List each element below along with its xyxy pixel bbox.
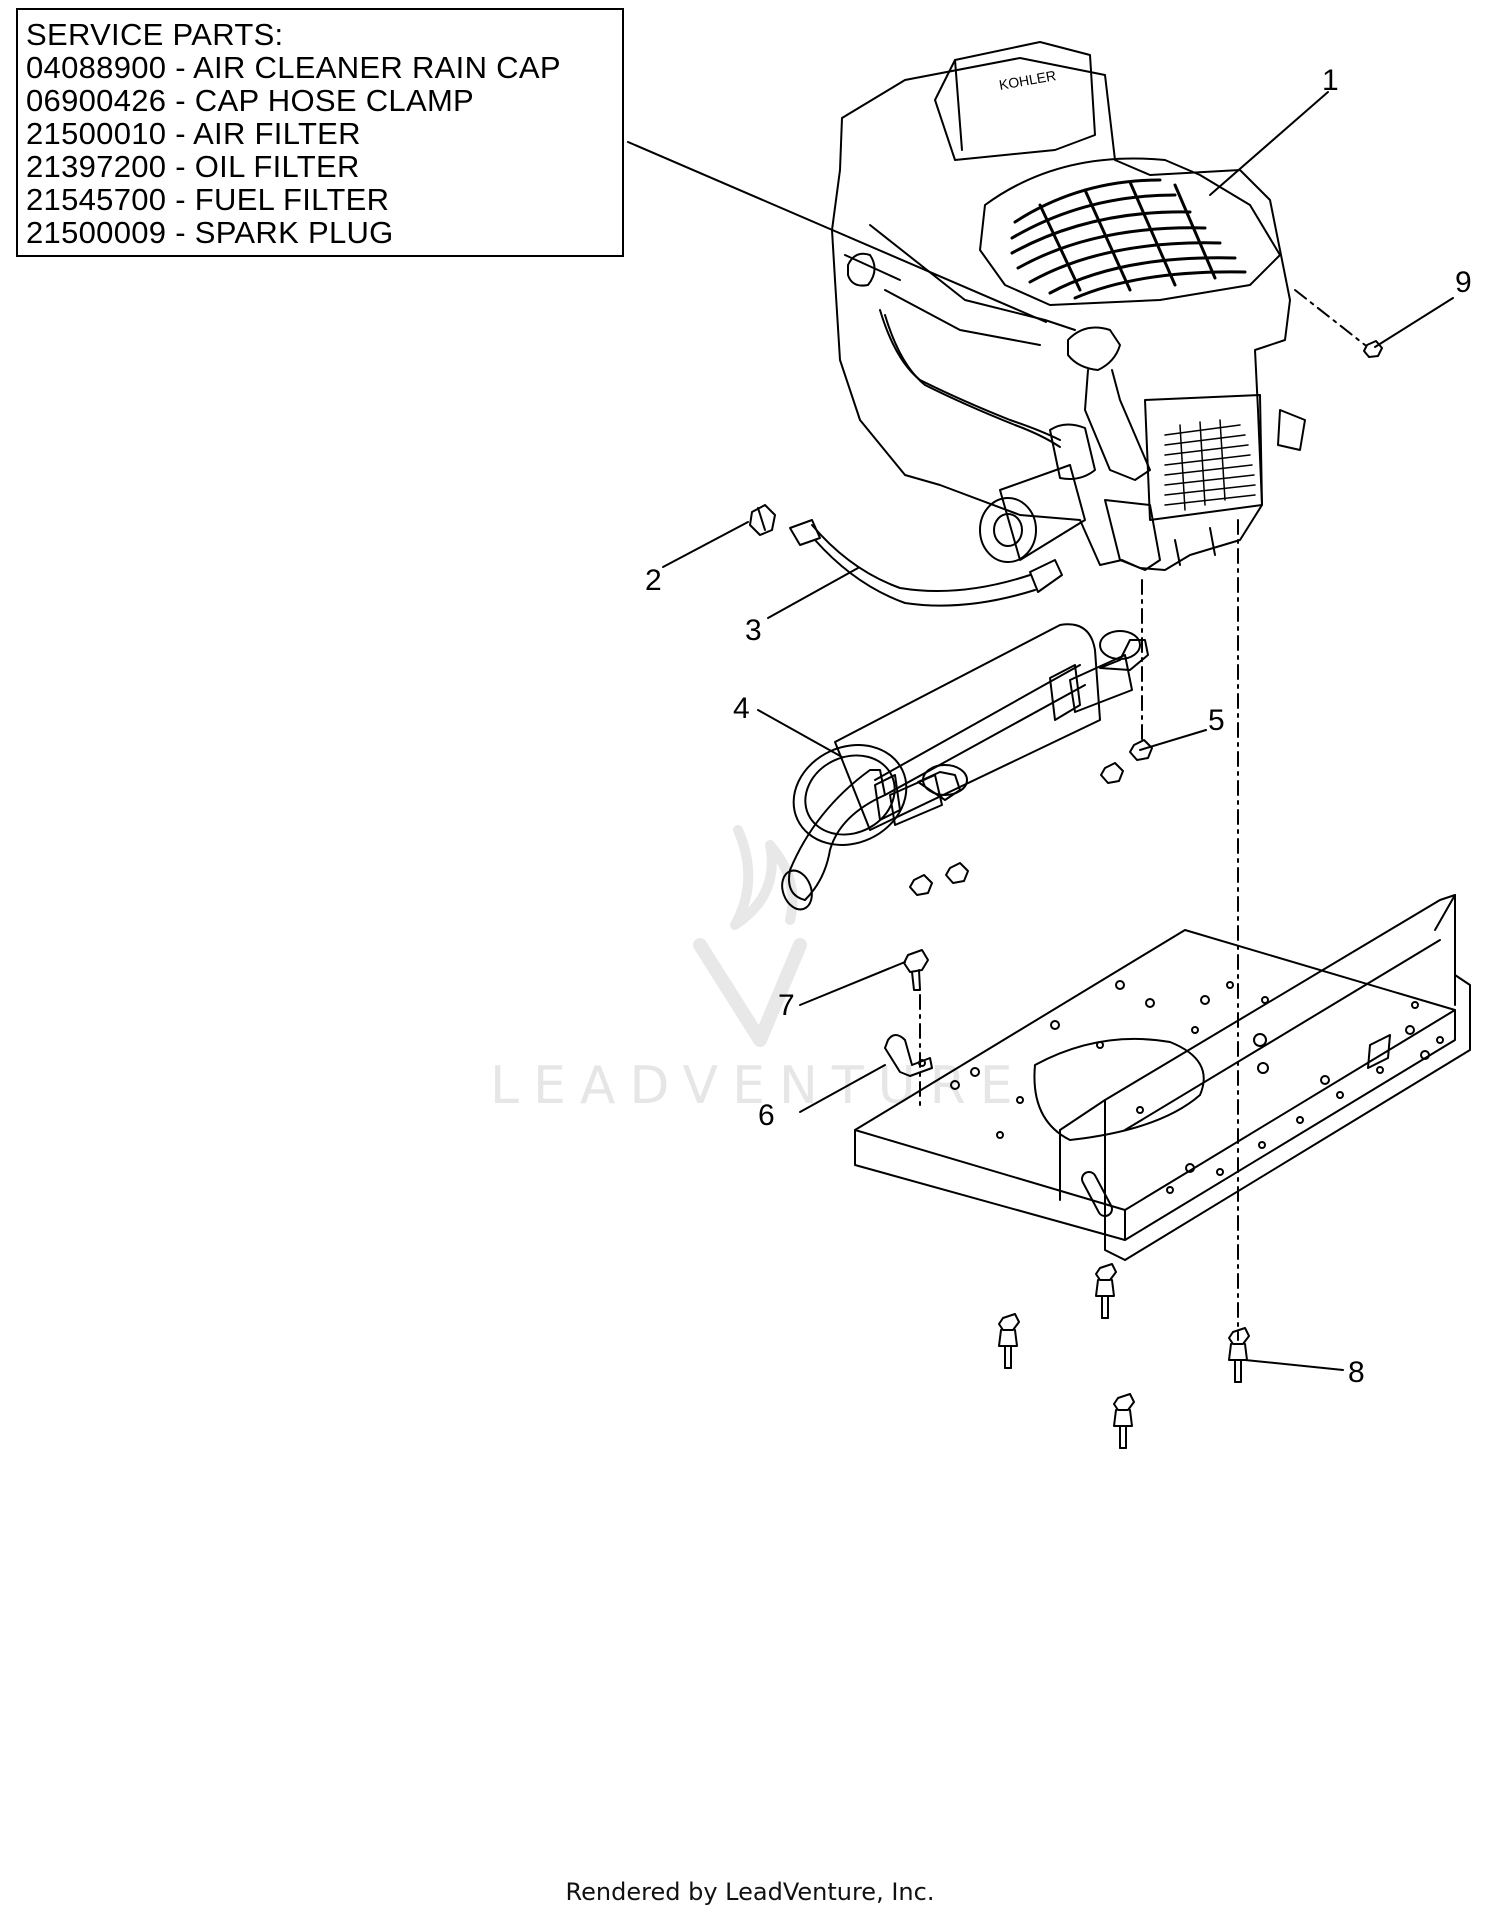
callout-leader-2 (662, 521, 749, 568)
hose-fitting (749, 504, 776, 536)
callout-leader-7 (799, 961, 906, 1006)
callout-4: 4 (733, 692, 750, 725)
callout-leader-9 (1374, 297, 1454, 348)
callout-2: 2 (645, 564, 662, 597)
muffler (781, 623, 1149, 911)
hose-clamp (884, 1034, 933, 1077)
callout-8: 8 (1348, 1356, 1365, 1389)
engine-assembly: KOHLER (831, 41, 1306, 571)
watermark-text: LEADVENTURE (490, 1056, 1027, 1116)
muffler-nut (909, 739, 1153, 896)
service-part-item: 04088900 - AIR CLEANER RAIN CAP (26, 50, 561, 85)
shroud-screw (1363, 340, 1383, 358)
oil-filter (979, 464, 1086, 563)
engine-brand-label: KOHLER (998, 67, 1057, 93)
footer-credit: Rendered by LeadVenture, Inc. (565, 1878, 935, 1906)
callout-leader-8 (1244, 1359, 1344, 1371)
callout-7: 7 (778, 989, 795, 1022)
engine-deck-plate (854, 894, 1471, 1261)
engine-mount-bolts (998, 1263, 1250, 1449)
callout-3: 3 (745, 614, 762, 647)
flange-bolt (903, 949, 929, 991)
callout-leader-3 (767, 567, 859, 619)
callout-leader-5 (1139, 729, 1207, 751)
callout-6: 6 (758, 1099, 775, 1132)
service-parts-heading: SERVICE PARTS: (26, 17, 284, 52)
service-part-item: 21500010 - AIR FILTER (26, 116, 361, 151)
callout-leader-1 (1209, 91, 1329, 196)
callout-leader-6 (799, 1064, 886, 1113)
assembly-dash-line (1294, 289, 1366, 346)
callout-leader-4 (757, 709, 843, 758)
service-part-item: 21397200 - OIL FILTER (26, 149, 360, 184)
callout-9: 9 (1455, 266, 1472, 299)
service-part-item: 21500009 - SPARK PLUG (26, 215, 394, 250)
service-parts-box: SERVICE PARTS: 04088900 - AIR CLEANER RA… (16, 8, 624, 257)
service-part-item: 06900426 - CAP HOSE CLAMP (26, 83, 475, 118)
breather-hose (789, 519, 1063, 607)
callout-5: 5 (1208, 704, 1225, 737)
service-leader-line (627, 141, 1047, 323)
watermark: LEADVENTURE (490, 825, 1027, 1116)
callout-1: 1 (1322, 64, 1339, 97)
service-part-item: 21545700 - FUEL FILTER (26, 182, 390, 217)
